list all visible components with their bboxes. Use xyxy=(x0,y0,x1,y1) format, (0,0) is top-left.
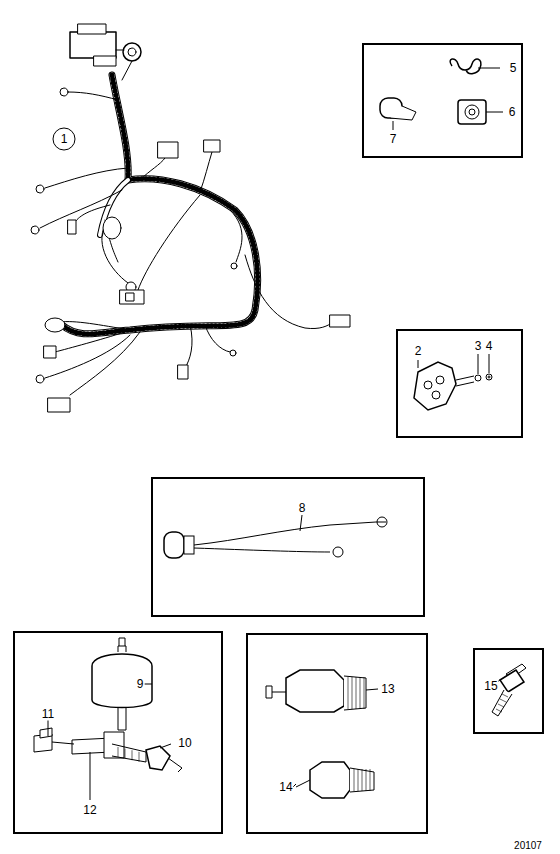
callout-number: 13 xyxy=(380,683,395,696)
callout-number: 8 xyxy=(298,502,307,515)
figure-number: 20107 xyxy=(513,839,543,852)
callout-number: 15 xyxy=(483,680,498,693)
callout-number: 1 xyxy=(60,133,69,146)
callout-number: 10 xyxy=(177,737,192,750)
callout-number: 9 xyxy=(136,678,145,691)
cable-part xyxy=(164,515,387,558)
callout-circle xyxy=(53,128,75,150)
temperature-sender-parts xyxy=(266,670,378,798)
callout-number: 3 xyxy=(474,340,483,353)
pressure-sender-parts xyxy=(34,638,182,800)
wiring-harness xyxy=(31,24,350,412)
callout-number: 4 xyxy=(485,340,494,353)
thread-lines xyxy=(118,677,508,791)
callout-number: 14 xyxy=(278,781,293,794)
callout-number: 2 xyxy=(414,345,423,358)
group-frames xyxy=(14,44,543,833)
callout-number: 5 xyxy=(509,62,518,75)
callout-number: 6 xyxy=(508,106,517,119)
callout-number: 12 xyxy=(82,804,97,817)
switch-part xyxy=(414,354,492,410)
callout-number: 11 xyxy=(41,708,55,721)
callout-number: 7 xyxy=(389,133,398,146)
clip-parts xyxy=(380,59,503,130)
